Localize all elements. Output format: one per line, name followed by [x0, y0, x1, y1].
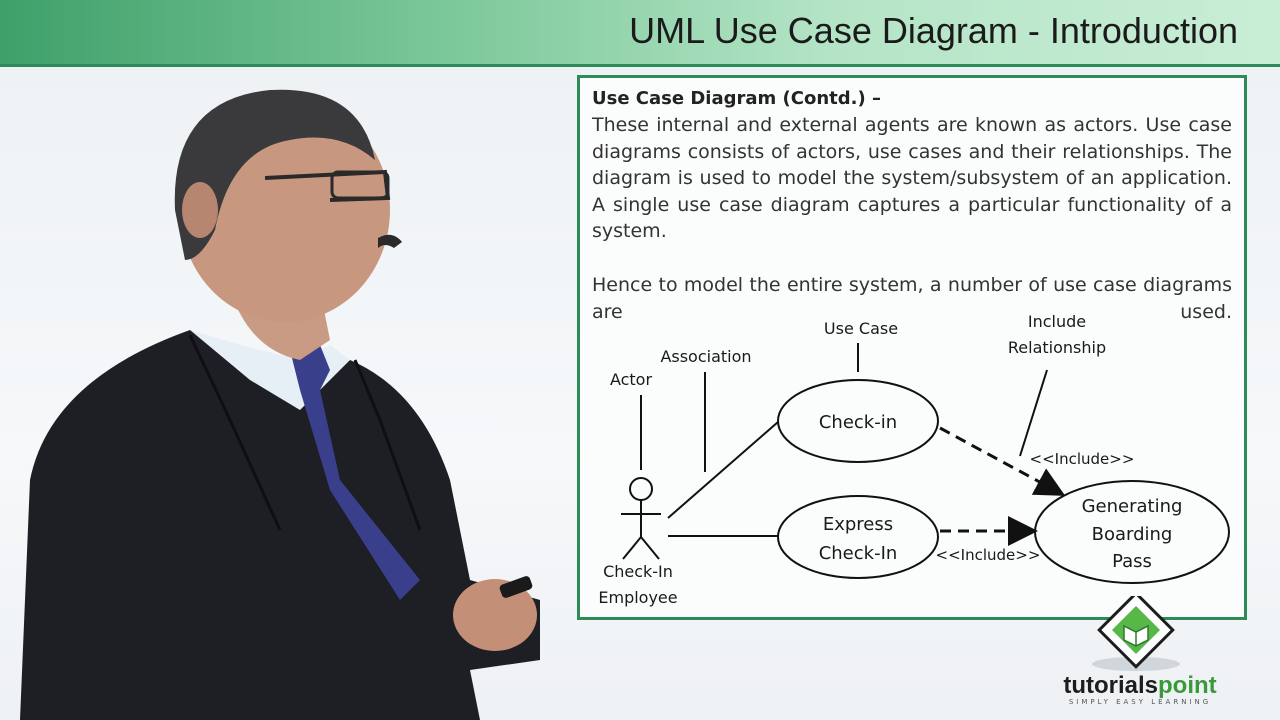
include-label-top: <<Include>> — [1030, 450, 1135, 468]
actor-name-line1: Check-In — [603, 562, 673, 581]
usecase-express-label-line1: Express — [823, 514, 893, 535]
logo-wordmark: tutorialspoint — [1040, 672, 1240, 700]
tutorialspoint-logo: tutorialspoint SIMPLY EASY LEARNING — [1040, 596, 1240, 712]
usecase-checkin-label: Check-in — [819, 412, 897, 433]
usecase-boarding-label-line1: Generating — [1082, 496, 1183, 517]
logo-tagline: SIMPLY EASY LEARNING — [1040, 698, 1240, 706]
usecase-express-label-line2: Check-In — [819, 543, 898, 564]
label-include-line1: Include — [1028, 312, 1086, 331]
label-include-line2: Relationship — [1008, 338, 1106, 357]
label-use-case: Use Case — [824, 319, 898, 338]
actor-stick-figure — [621, 478, 661, 559]
logo-word-accent: point — [1158, 672, 1217, 699]
logo-word-main: tutorials — [1063, 672, 1158, 699]
actor-name-line2: Employee — [598, 588, 677, 607]
association-checkin — [668, 422, 778, 518]
include-label-bottom: <<Include>> — [936, 546, 1041, 564]
label-association: Association — [660, 347, 751, 366]
usecase-boarding-label-line2: Boarding — [1092, 524, 1173, 545]
logo-emblem-icon — [1040, 596, 1240, 672]
pointer-include — [1020, 370, 1047, 456]
usecase-boarding-label-line3: Pass — [1112, 551, 1152, 572]
label-actor: Actor — [610, 370, 653, 389]
usecase-express-ellipse — [778, 496, 938, 578]
